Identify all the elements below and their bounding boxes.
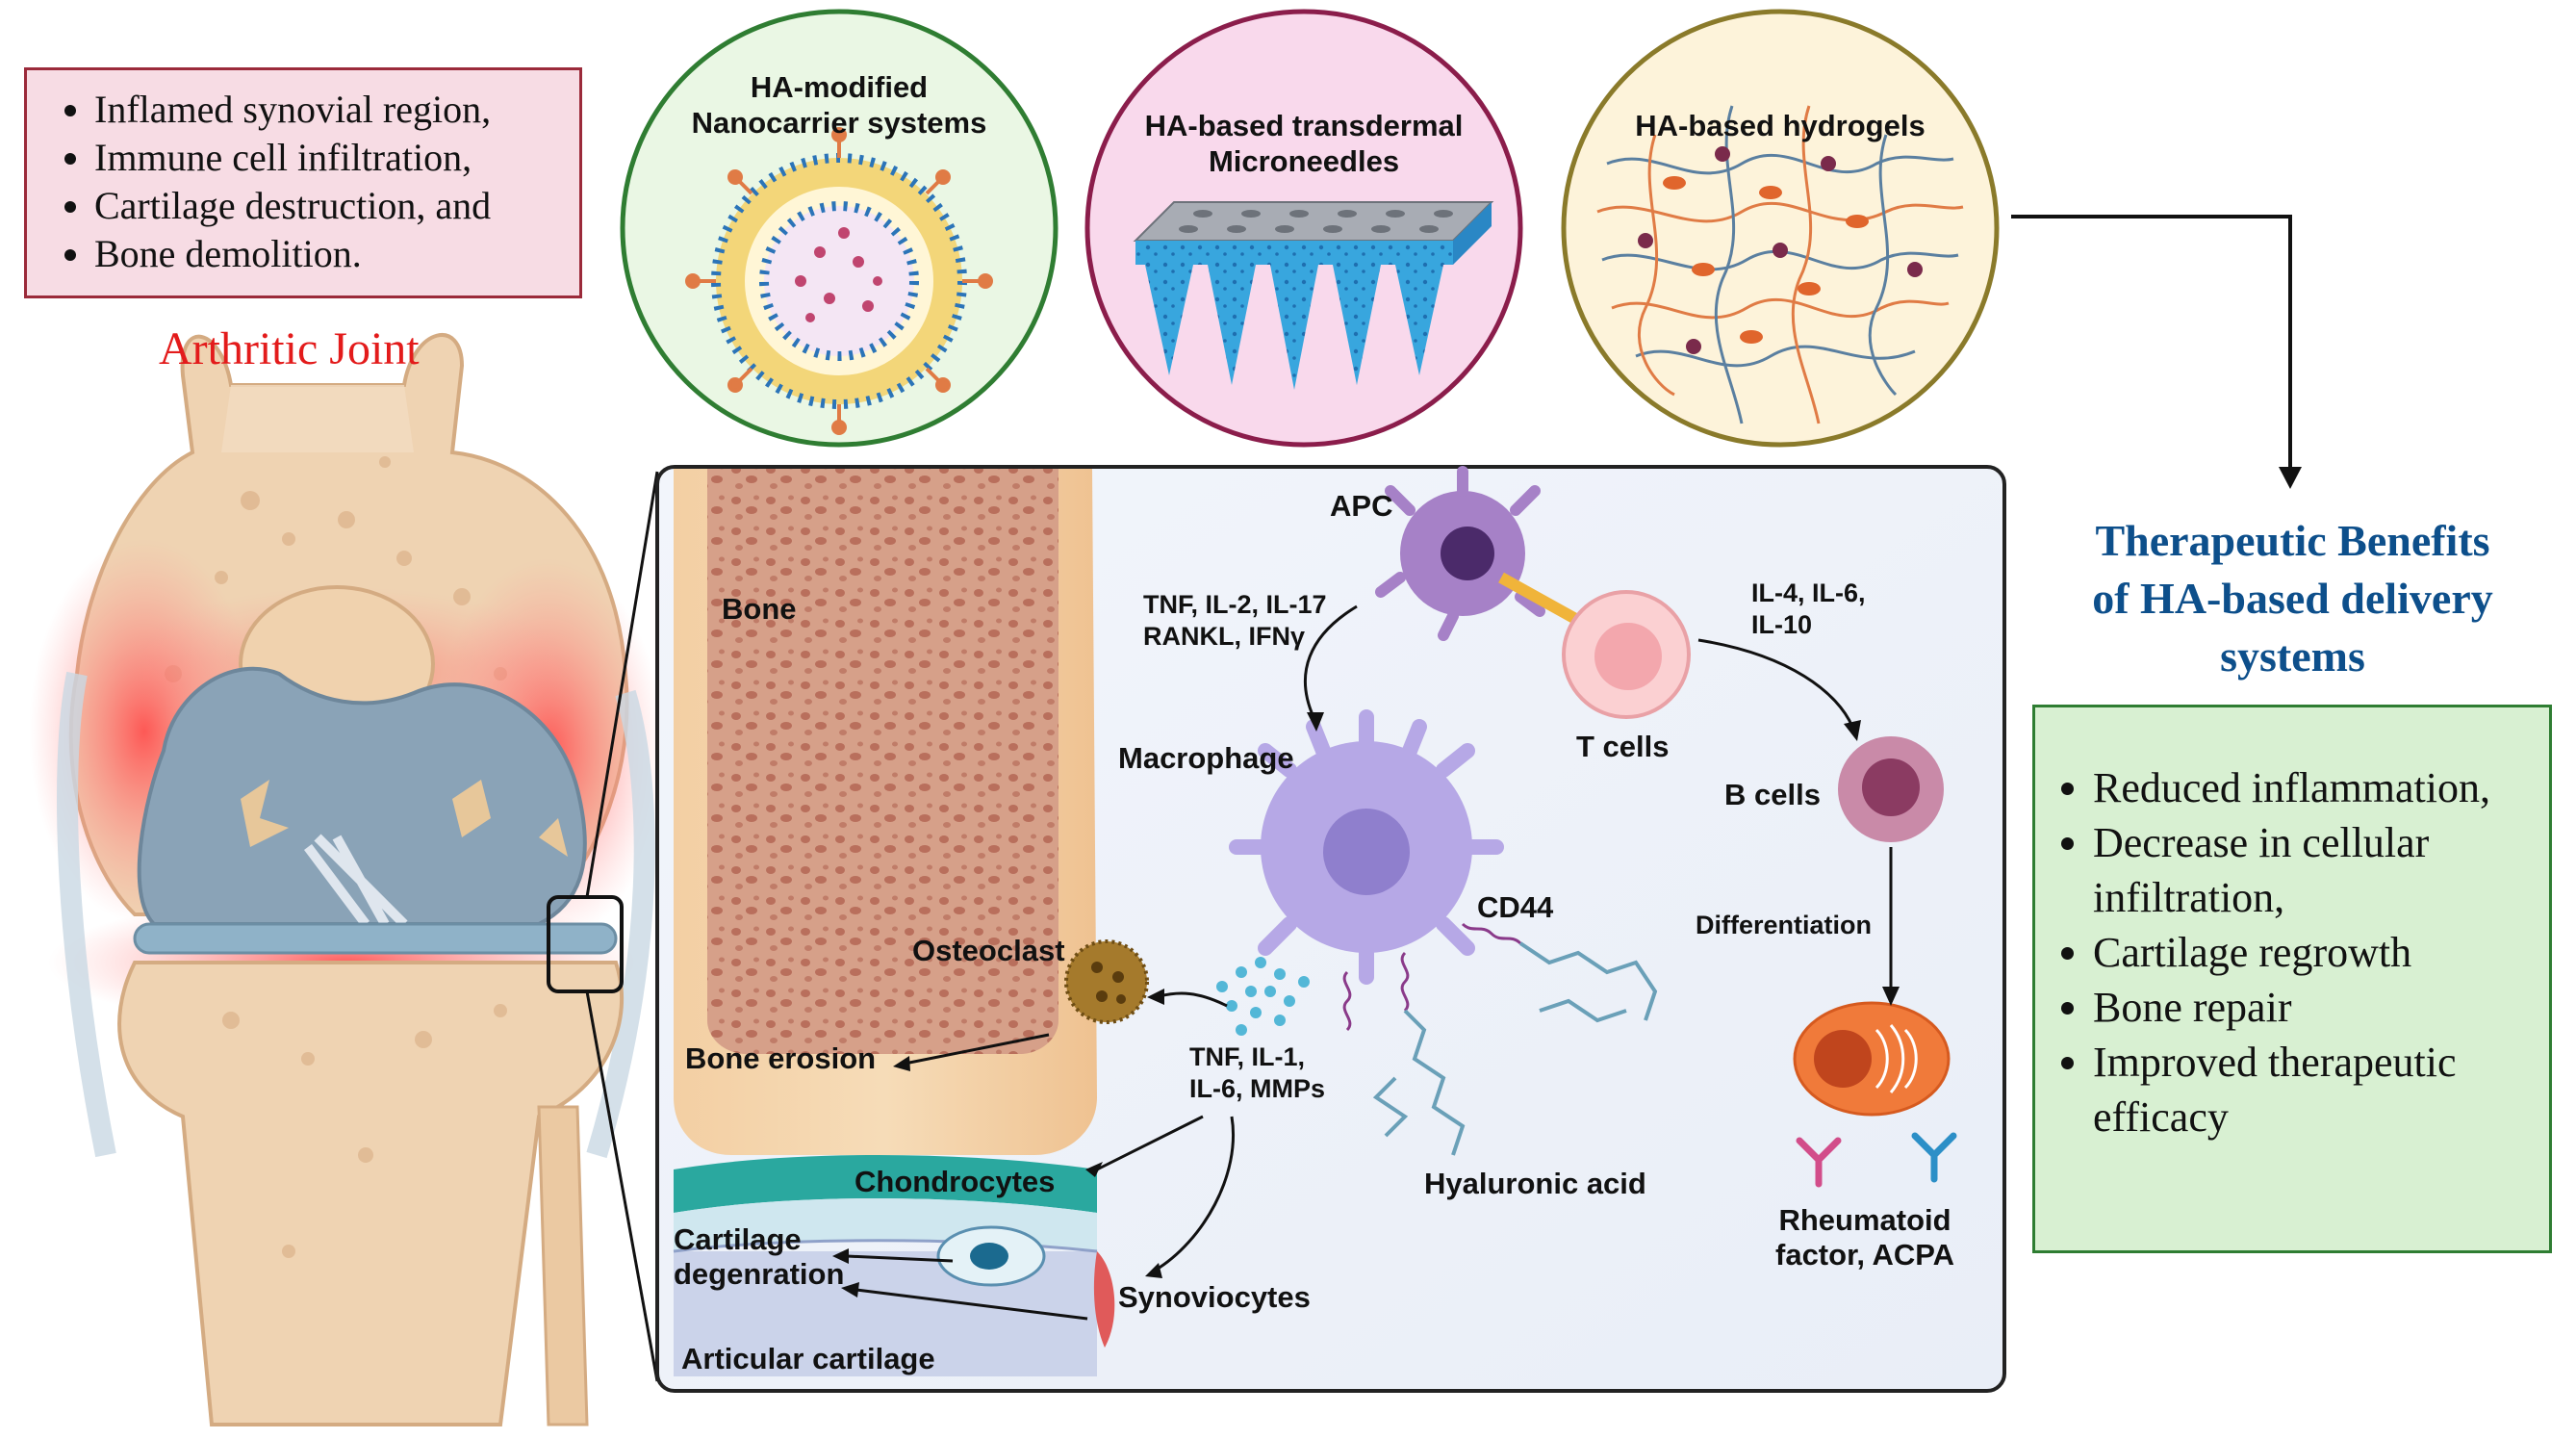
benefit-item: Improved therapeutic efficacy xyxy=(2093,1035,2534,1144)
cartilage-degeneration-line: Cartilage xyxy=(674,1222,802,1256)
articular-cartilage-label: Articular cartilage xyxy=(681,1342,935,1375)
apc-cytokines-line: TNF, IL-2, IL-17 xyxy=(1143,590,1327,619)
benefit-item: Bone repair xyxy=(2093,980,2534,1035)
symptoms-list: Inflamed synovial region, Immune cell in… xyxy=(46,86,560,278)
apc-cytokines: TNF, IL-2, IL-17 RANKL, IFNγ xyxy=(1143,589,1327,653)
benefit-item: Decrease in cellular infiltration, xyxy=(2093,815,2534,925)
antibodies xyxy=(1796,1132,1957,1188)
therapeutic-title-line: Therapeutic Benefits xyxy=(2095,516,2490,565)
macrophage-label: Macrophage xyxy=(1118,741,1294,775)
plasma-cell xyxy=(1793,1001,1951,1117)
rheumatoid-factor-label: Rheumatoid factor, ACPA xyxy=(1775,1203,1954,1272)
rheumatoid-factor-line: Rheumatoid xyxy=(1778,1203,1951,1237)
hyaluronic-acid-label: Hyaluronic acid xyxy=(1424,1167,1646,1200)
knee-illustration xyxy=(29,333,664,1426)
osteoclast-cell xyxy=(1064,939,1149,1024)
microneedles-title: HA-based transdermal Microneedles xyxy=(1111,108,1496,179)
nanocarrier-title-line: HA-modified xyxy=(750,70,929,104)
arthritic-joint-title: Arthritic Joint xyxy=(159,323,420,374)
bone-label: Bone xyxy=(722,592,797,626)
hydrogels-title: HA-based hydrogels xyxy=(1588,108,1973,143)
rheumatoid-factor-line: factor, ACPA xyxy=(1775,1238,1955,1272)
macrophage-cell xyxy=(1229,709,1504,985)
macrophage-cytokines-line: IL-6, MMPs xyxy=(1189,1074,1326,1103)
b-cells-label: B cells xyxy=(1724,778,1821,811)
bone-erosion-label: Bone erosion xyxy=(685,1041,877,1075)
symptom-item: Immune cell infiltration, xyxy=(94,134,560,182)
benefit-item: Cartilage regrowth xyxy=(2093,925,2534,980)
apc-cell xyxy=(1375,466,1545,641)
t-cells-label: T cells xyxy=(1576,730,1670,763)
symptom-item: Cartilage destruction, and xyxy=(94,182,560,230)
synoviocytes-label: Synoviocytes xyxy=(1118,1280,1311,1314)
microneedles-title-line: Microneedles xyxy=(1208,144,1400,178)
symptom-item: Inflamed synovial region, xyxy=(94,86,560,134)
therapeutic-title-line: systems xyxy=(2220,631,2365,681)
nanocarrier-circle xyxy=(620,9,1058,448)
microneedles-circle xyxy=(1084,9,1523,448)
detail-panel xyxy=(655,465,2006,1393)
b-cell xyxy=(1838,736,1944,842)
nanocarrier-title: HA-modified Nanocarrier systems xyxy=(647,69,1032,141)
t-cell-cytokines-line: IL-10 xyxy=(1751,610,1813,639)
macrophage-cytokines-line: TNF, IL-1, xyxy=(1189,1042,1305,1071)
t-cell-cytokines-line: IL-4, IL-6, xyxy=(1751,578,1866,607)
symptoms-box: Inflamed synovial region, Immune cell in… xyxy=(24,67,582,298)
therapeutic-title: Therapeutic Benefits of HA-based deliver… xyxy=(2030,512,2555,685)
cd44-label: CD44 xyxy=(1477,890,1554,924)
benefits-box: Reduced inflammation, Decrease in cellul… xyxy=(2032,705,2552,1253)
cartilage-degeneration-label: Cartilage degenration xyxy=(674,1222,844,1292)
hydrogels-title-line: HA-based hydrogels xyxy=(1635,109,1926,142)
hydrogels-circle xyxy=(1561,9,2000,448)
chondrocytes-label: Chondrocytes xyxy=(854,1165,1056,1198)
nanocarrier-title-line: Nanocarrier systems xyxy=(691,106,987,140)
macrophage-cytokines: TNF, IL-1, IL-6, MMPs xyxy=(1189,1041,1325,1105)
benefit-item: Reduced inflammation, xyxy=(2093,760,2534,815)
benefits-list: Reduced inflammation, Decrease in cellul… xyxy=(2045,760,2534,1144)
symptom-item: Bone demolition. xyxy=(94,230,560,278)
microneedles-title-line: HA-based transdermal xyxy=(1144,109,1464,142)
therapeutic-title-line: of HA-based delivery xyxy=(2092,574,2493,623)
cartilage-degeneration-line: degenration xyxy=(674,1257,845,1291)
t-cell-cytokines: IL-4, IL-6, IL-10 xyxy=(1751,578,1866,641)
osteoclast-label: Osteoclast xyxy=(912,934,1065,967)
connector-arrow xyxy=(2011,215,2302,489)
apc-cytokines-line: RANKL, IFNγ xyxy=(1143,622,1305,651)
differentiation-label: Differentiation xyxy=(1696,911,1873,939)
t-cell xyxy=(1562,590,1691,719)
apc-label: APC xyxy=(1330,489,1393,523)
